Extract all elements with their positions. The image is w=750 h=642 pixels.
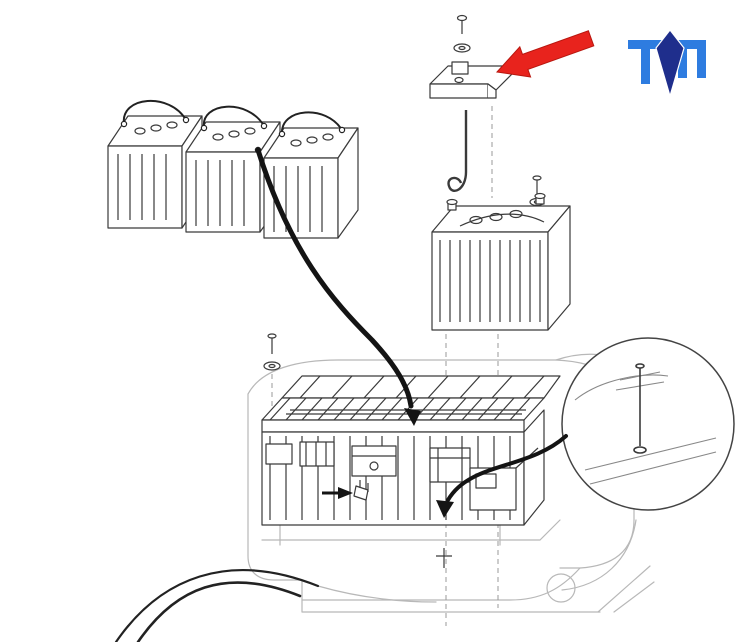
fender-arcs <box>114 569 320 642</box>
single-battery-drawing <box>431 192 571 331</box>
j-hook-rod <box>447 110 468 192</box>
logo-glyph-p <box>678 40 706 78</box>
jumper-cables <box>122 99 343 135</box>
hold-down-bracket <box>429 61 515 99</box>
logo-glyph-o <box>655 29 685 99</box>
callout-arrow <box>436 434 568 518</box>
latch-arrow <box>322 487 353 499</box>
detail-callout-circle <box>561 337 735 511</box>
top-logo: TOP <box>628 29 706 99</box>
battery-cable-arrow <box>255 147 421 426</box>
red-callout-arrow <box>496 30 595 78</box>
top-washer <box>453 43 471 53</box>
hold-down-assembly <box>429 14 571 331</box>
battery-terminals <box>120 116 346 154</box>
chassis-body-drawing <box>247 353 655 613</box>
battery-cluster-drawing <box>107 99 359 239</box>
mount-screw <box>263 333 281 371</box>
top-screw <box>456 14 468 34</box>
logo-glyph-t <box>628 40 662 84</box>
